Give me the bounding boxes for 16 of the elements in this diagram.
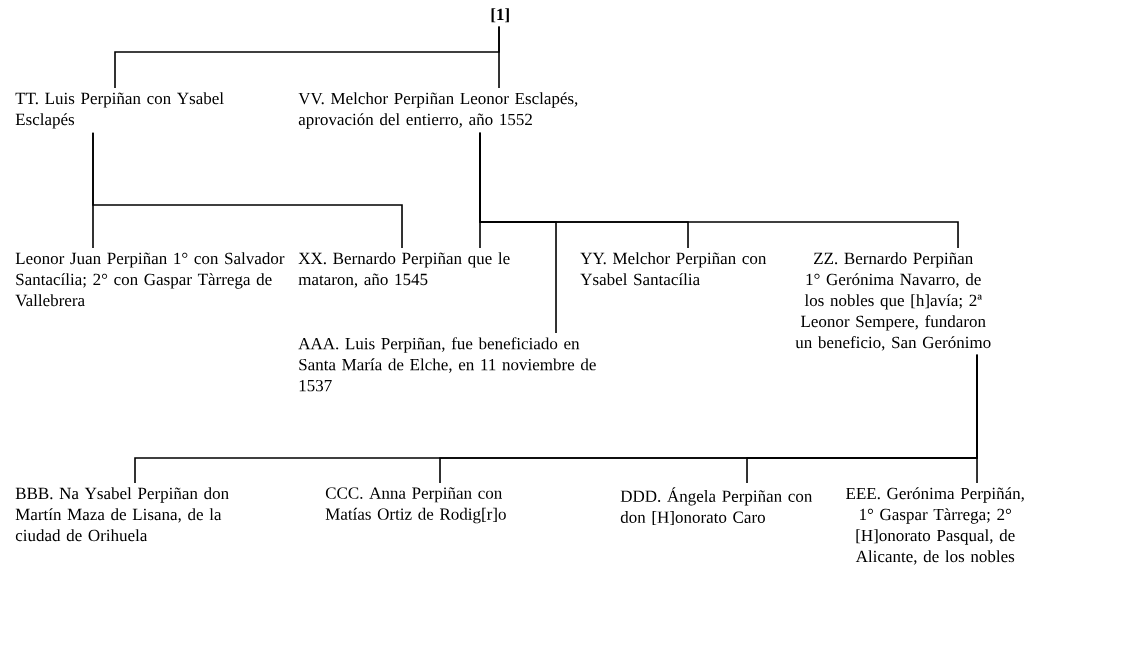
connector-line	[479, 132, 959, 249]
person-entry: Leonor Juan Perpiñan 1° con Salvador Santacília; 2° con Gaspar Tàrrega de Vallebrera	[15, 252, 285, 307]
connector-line	[498, 25, 500, 89]
person-entry: ZZ. Bernardo Perpiñan 1° Gerónima Navarro, de los nobles que [h]avía; 2ª Leonor Sempere, fundaron un beneficio, San Gerónimo	[795, 252, 991, 351]
person-entry: EEE. Gerónima Perpiñán, 1° Gaspar Tàrrega; 2° [H]onorato Pasqual, de Alicante, de los nobles	[846, 487, 1024, 565]
person-entry: XX. Bernardo Perpiñan que le mataron, año 1545	[298, 252, 510, 288]
person-entry: DDD. Ángela Perpiñan con don [H]onorato Caro	[620, 487, 813, 526]
connector-line	[976, 354, 978, 484]
person-entry: AAA. Luis Perpiñan, fue beneficiado en Santa María de Elche, en 11 noviembre de 1537	[298, 337, 596, 392]
person-entry: CCC. Anna Perpiñan con Matías Ortiz de Rodig[r]o	[325, 487, 506, 524]
person-entry: YY. Melchor Perpiñan con Ysabel Santacília	[580, 252, 767, 286]
reference-marker: [1]	[491, 8, 509, 23]
person-entry: BBB. Na Ysabel Perpiñan don Martín Maza de Lisana, de la ciudad de Orihuela	[15, 487, 229, 542]
person-entry: TT. Luis Perpiñan con Ysabel Esclapés	[15, 92, 224, 129]
connector-line	[92, 132, 403, 249]
person-entry: VV. Melchor Perpiñan Leonor Esclapés, aprovación del entierro, año 1552	[298, 92, 578, 129]
